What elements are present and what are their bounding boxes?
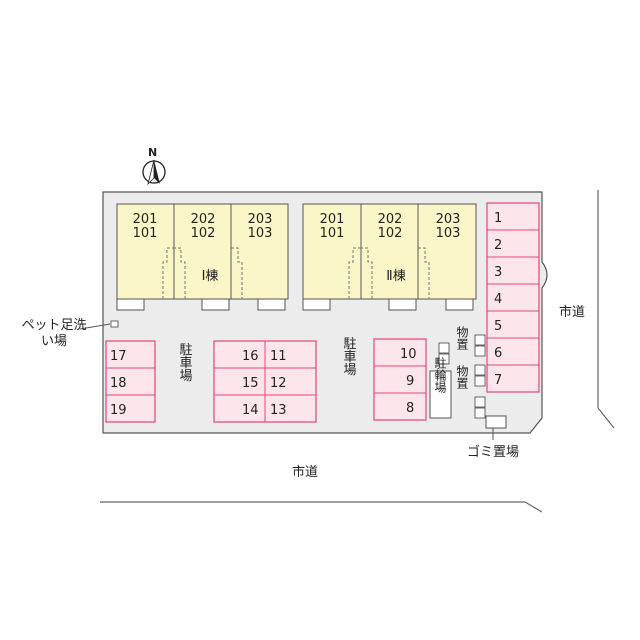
building-1: 201 101 202 102 203 103 Ⅰ棟	[116, 203, 289, 311]
parking-space-number: 6	[494, 346, 502, 361]
parking-label: 駐車場	[177, 343, 193, 382]
north-compass-icon: N	[142, 146, 166, 186]
parking-label-center: 駐車場	[341, 337, 357, 376]
unit-upper: 202	[378, 212, 403, 227]
parking-space-number: 10	[400, 347, 417, 362]
unit-lower: 101	[320, 226, 345, 241]
parking-label: 駐車場	[341, 337, 357, 376]
unit-lower: 103	[248, 226, 273, 241]
parking-space-number: 8	[406, 401, 414, 416]
road-label-right: 市道	[559, 304, 585, 320]
parking-mid-block: 10 9 8	[373, 338, 427, 421]
pet-foot-wash-leader-line	[79, 323, 111, 330]
parking-space-number: 7	[494, 373, 502, 388]
parking-space-number: 18	[110, 376, 127, 391]
bicycle-parking-area	[429, 370, 452, 419]
parking-space-number: 5	[494, 319, 502, 334]
road-label-bottom: 市道	[292, 464, 318, 480]
road-line-right-tip	[597, 407, 615, 429]
unit-lower: 101	[133, 226, 158, 241]
parking-space-number: 2	[494, 238, 502, 253]
unit-lower: 102	[191, 226, 216, 241]
building-name: Ⅰ棟	[202, 269, 219, 284]
parking-center-block: 16 11 15 12 14 13	[213, 340, 317, 423]
unit-upper: 202	[191, 212, 216, 227]
parking-space-number: 16	[242, 349, 259, 364]
storage-boxes	[438, 334, 486, 419]
parking-space-number: 1	[494, 211, 502, 226]
parking-right-column: 1 2 3 4 5 6 7	[486, 202, 540, 393]
parking-space-number: 4	[494, 292, 502, 307]
unit-upper: 203	[248, 212, 273, 227]
parking-space-number: 11	[270, 349, 287, 364]
storage-label: 物置	[455, 326, 469, 350]
pet-foot-wash-label: ペット足洗い場	[21, 318, 87, 349]
parking-space-number: 3	[494, 265, 502, 280]
unit-upper: 201	[320, 212, 345, 227]
parking-space-number: 15	[242, 376, 259, 391]
pet-foot-wash-marker	[110, 320, 119, 328]
unit-lower: 102	[378, 226, 403, 241]
parking-label-left: 駐車場	[177, 343, 193, 382]
parking-space-number: 9	[406, 374, 414, 389]
unit-upper: 203	[436, 212, 461, 227]
unit-lower: 103	[436, 226, 461, 241]
parking-space-number: 12	[270, 376, 287, 391]
parking-space-number: 17	[110, 349, 127, 364]
building-name: Ⅱ棟	[386, 269, 405, 284]
parking-space-number: 13	[270, 403, 287, 418]
garbage-label: ゴミ置場	[467, 444, 519, 460]
parking-space-number: 19	[110, 403, 127, 418]
parking-space-number: 14	[242, 403, 259, 418]
north-label: N	[148, 146, 157, 159]
bicycle-parking-label: 駐輪場	[433, 356, 447, 394]
parking-left-block: 17 18 19	[105, 340, 156, 423]
road-line-bottom-tip	[524, 501, 543, 513]
unit-upper: 201	[133, 212, 158, 227]
garbage-area	[485, 415, 507, 429]
building-2: 201 101 202 102 203 103 Ⅱ棟	[302, 203, 477, 311]
storage-label: 物置	[455, 365, 469, 389]
